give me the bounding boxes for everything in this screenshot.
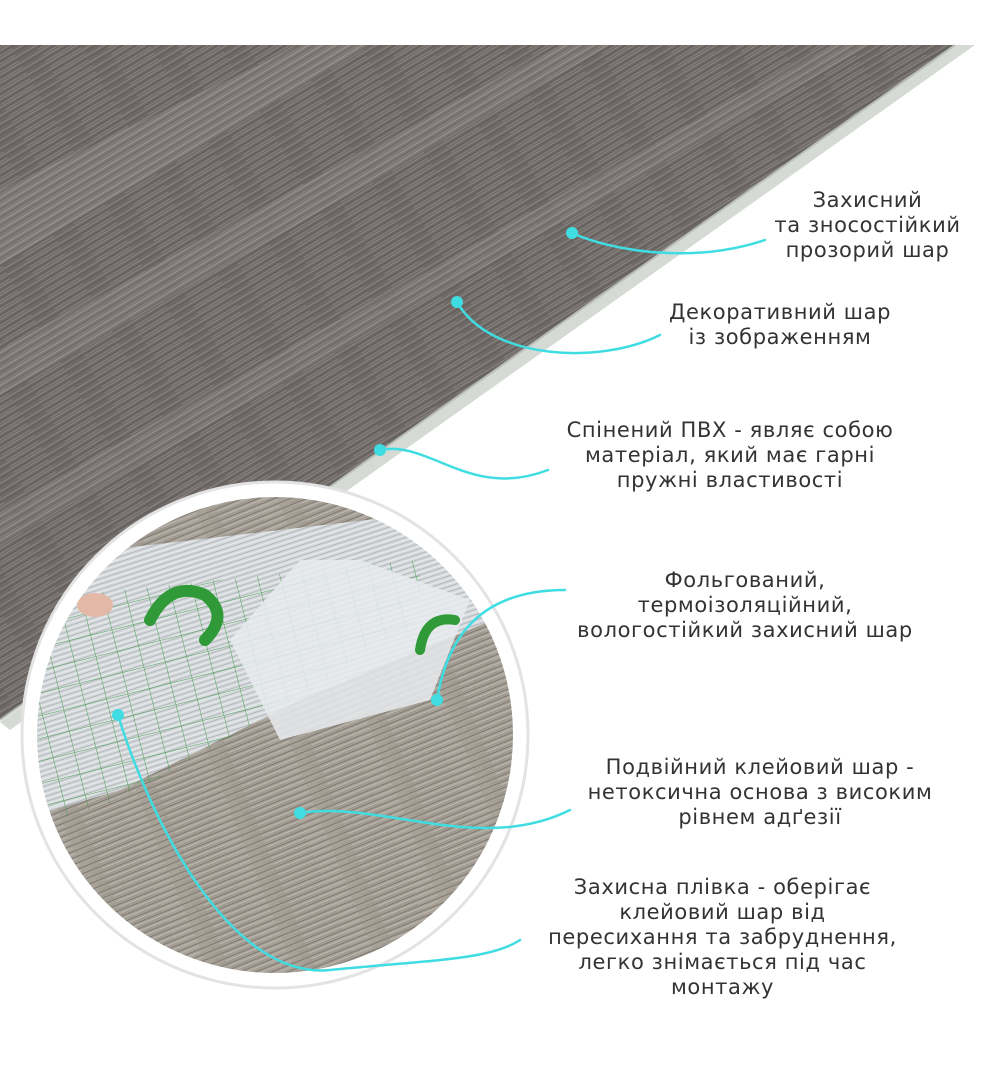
callout-dot-2 [451, 296, 463, 308]
finger [77, 593, 113, 617]
label-line: Фольгований, [664, 568, 826, 592]
label-adhesive-layer: Подвійний клейовий шар - нетоксична осно… [570, 755, 950, 830]
label-line: термоізоляційний, [637, 593, 853, 617]
label-line: із зображенням [688, 325, 872, 349]
label-decorative-layer: Декоративний шар із зображенням [650, 300, 910, 350]
label-line: прозорий шар [785, 238, 950, 262]
label-line: пружні властивості [616, 468, 844, 492]
label-line: нетоксична основа з високим [587, 780, 933, 804]
plank-stripe [0, 45, 370, 265]
label-line: Захисна плівка - оберігає [573, 875, 872, 899]
callout-dot-5 [294, 807, 306, 819]
label-line: рівнем адґезії [678, 805, 842, 829]
label-protective-film: Захисна плівка - оберігає клейовий шар в… [530, 875, 915, 1000]
plank-stripe [0, 45, 610, 395]
logo-mark [415, 614, 460, 655]
callout-dot-1 [566, 227, 578, 239]
logo-mark [144, 585, 224, 646]
magnifier-rim [23, 483, 527, 987]
callout-line-5 [298, 808, 572, 830]
label-line: Декоративний шар [668, 300, 892, 324]
callout-line-3 [378, 447, 550, 480]
label-line: монтажу [670, 975, 775, 999]
callout-dot-3 [374, 444, 386, 456]
label-line: Спінений ПВХ - являє собою [566, 418, 894, 442]
callout-dot-4 [431, 694, 443, 706]
label-line: Подвійний клейовий шар - [605, 755, 915, 779]
label-line: вологостійкий захисний шар [577, 618, 913, 642]
callout-lines [116, 231, 767, 972]
callout-line-6 [116, 713, 522, 972]
label-line: матеріал, який має гарні [584, 443, 876, 467]
label-foil-layer: Фольгований, термоізоляційний, вологості… [555, 568, 935, 643]
peeled-film [230, 560, 470, 740]
label-line: Захисний [812, 188, 923, 212]
label-line: клейовий шар від [619, 900, 826, 924]
callout-line-2 [455, 300, 662, 355]
label-line: легко знімається під час [578, 950, 867, 974]
magnifier-lens [30, 490, 520, 980]
label-line: та зносостійкий [774, 213, 961, 237]
callout-line-4 [435, 588, 567, 702]
callout-dots [112, 227, 578, 819]
label-foamed-pvc: Спінений ПВХ - являє собою матеріал, яки… [540, 418, 920, 493]
plank-stripe [0, 45, 870, 545]
label-line: пересихання та забруднення, [548, 925, 897, 949]
label-protective-layer: Захисний та зносостійкий прозорий шар [755, 188, 980, 263]
callout-dot-6 [112, 709, 124, 721]
callout-line-1 [570, 231, 767, 255]
